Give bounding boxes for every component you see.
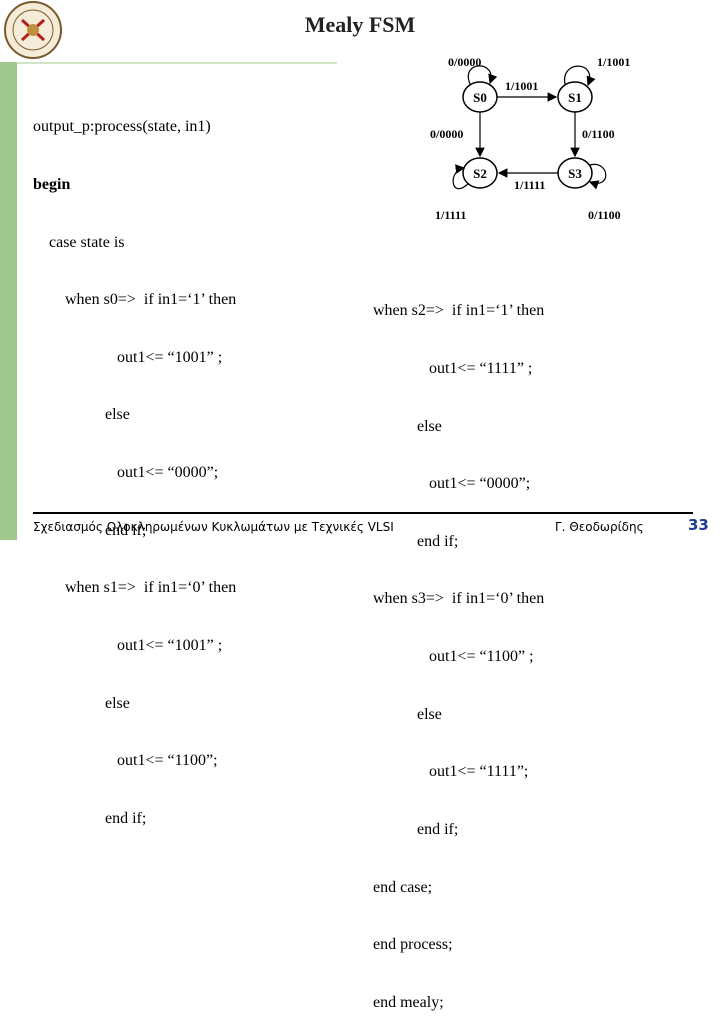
footer-divider <box>33 512 693 514</box>
label-s2-self: 1/1111 <box>435 208 466 222</box>
code-line: output_p:process(state, in1) <box>33 118 211 136</box>
code-line: when s3=> if in1=‘0’ then <box>373 590 545 608</box>
label-s0-s1: 1/1001 <box>505 79 538 93</box>
code-line: out1<= “0000”; <box>33 464 219 482</box>
code-line: when s0=> if in1=‘1’ then <box>33 291 237 309</box>
code-line: else <box>373 417 442 435</box>
code-line: out1<= “1001” ; <box>33 348 223 366</box>
code-line: out1<= “1100”; <box>33 752 218 770</box>
code-block-right: when s2=> if in1=‘1’ then out1<= “1111” … <box>373 263 544 1031</box>
label-s1-self: 1/1001 <box>597 55 630 69</box>
state-s1-label: S1 <box>568 90 582 105</box>
fsm-diagram: S0 S1 S2 S3 0/0000 1/1001 1/1001 0/0000 … <box>430 55 630 222</box>
code-line: out1<= “1111”; <box>373 763 529 781</box>
label-s0-self: 0/0000 <box>448 55 481 69</box>
left-accent-bar <box>0 0 17 540</box>
label-s3-self: 0/1100 <box>588 208 621 222</box>
code-line: when s1=> if in1=‘0’ then <box>33 579 237 597</box>
page-number: 33 <box>688 516 709 534</box>
footer-author: Γ. Θεοδωρίδης <box>555 520 644 534</box>
code-line: end process; <box>373 936 453 954</box>
transition-s3-self <box>588 163 607 190</box>
header-divider <box>17 62 337 64</box>
code-line: end case; <box>373 878 433 896</box>
code-line: else <box>373 705 442 723</box>
code-line: else <box>33 694 130 712</box>
code-line: out1<= “0000”; <box>373 475 531 493</box>
code-line: case state is <box>33 233 125 251</box>
code-line: else <box>33 406 130 424</box>
state-s0-label: S0 <box>473 90 487 105</box>
transition-s2-self <box>452 164 469 190</box>
footer-course-title: Σχεδιασμός Ολοκληρωμένων Κυκλωμάτων με Τ… <box>33 520 394 534</box>
state-s2-label: S2 <box>473 166 487 181</box>
code-line: end if; <box>373 532 459 550</box>
code-block-left: output_p:process(state, in1) begin case … <box>33 79 236 847</box>
state-s3-label: S3 <box>568 166 582 181</box>
code-line: end mealy; <box>373 993 444 1011</box>
transition-s1-self <box>564 65 596 87</box>
code-line: out1<= “1100” ; <box>373 648 534 666</box>
university-seal-logo <box>0 0 70 62</box>
transition-s0-self <box>467 65 498 85</box>
code-line: begin <box>33 176 71 194</box>
code-line: end if; <box>33 809 147 827</box>
code-line: end if; <box>33 521 147 539</box>
label-s3-s2: 1/1111 <box>514 178 545 192</box>
label-s0-s2: 0/0000 <box>430 127 463 141</box>
code-line: out1<= “1111” ; <box>373 360 533 378</box>
label-s1-s3: 0/1100 <box>582 127 615 141</box>
code-line: end if; <box>373 820 459 838</box>
code-line: out1<= “1001” ; <box>33 636 223 654</box>
code-line: when s2=> if in1=‘1’ then <box>373 302 545 320</box>
slide-title: Mealy FSM <box>304 12 416 37</box>
